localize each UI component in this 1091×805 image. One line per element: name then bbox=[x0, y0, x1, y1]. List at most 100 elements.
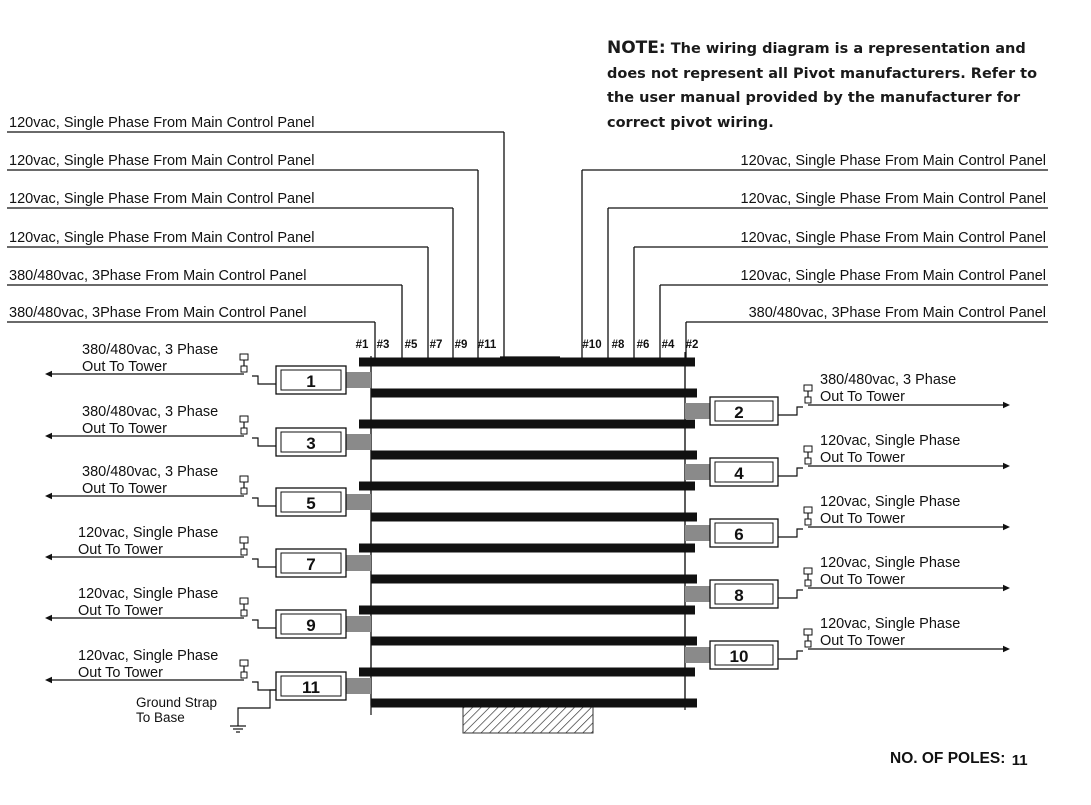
poles-label: NO. OF POLES: bbox=[890, 750, 1006, 767]
output-label: Out To Tower bbox=[82, 421, 167, 437]
output-label: Out To Tower bbox=[82, 359, 167, 375]
pole-ring-bar bbox=[371, 388, 697, 398]
note-label: NOTE: bbox=[607, 38, 666, 58]
output-label: Out To Tower bbox=[820, 450, 905, 466]
terminal-clamp-cap bbox=[239, 597, 249, 605]
terminal-clamp-cap bbox=[803, 628, 813, 636]
pole-ring-bar bbox=[359, 605, 695, 615]
out-to-tower-arrow bbox=[45, 370, 52, 378]
pole-lead bbox=[778, 406, 803, 416]
terminal-clamp-clip bbox=[240, 487, 248, 495]
pole-lead bbox=[252, 619, 276, 629]
wire-number-tag: #5 bbox=[405, 339, 418, 351]
pole-number: 10 bbox=[730, 647, 749, 666]
brush-contact bbox=[685, 464, 711, 480]
wire-number-tag: #11 bbox=[478, 339, 497, 351]
ground-strap-wire bbox=[237, 689, 276, 726]
out-to-tower-arrow bbox=[45, 492, 52, 500]
pole-lead bbox=[252, 437, 276, 447]
pole-number: 8 bbox=[734, 586, 743, 605]
pole-ring-bar bbox=[359, 543, 695, 553]
pole-box-inner bbox=[280, 552, 342, 574]
pole-lead bbox=[778, 650, 803, 660]
terminal-clamp-clip bbox=[240, 671, 248, 679]
wire-number-tag: #7 bbox=[430, 339, 443, 351]
pole-lead bbox=[252, 497, 276, 507]
pole-number: 3 bbox=[306, 434, 315, 453]
brush-contact bbox=[345, 434, 371, 450]
wire-number-tag: #6 bbox=[637, 339, 650, 351]
pole-box-inner bbox=[714, 644, 774, 666]
terminal-clamp-clip bbox=[240, 548, 248, 556]
brush-contact bbox=[345, 555, 371, 571]
out-to-tower-arrow bbox=[1003, 584, 1010, 592]
input-feed-label: 380/480vac, 3Phase From Main Control Pan… bbox=[749, 305, 1046, 321]
pole-ring-bar bbox=[371, 450, 697, 460]
hatched-base bbox=[462, 705, 594, 734]
input-feed-label: 120vac, Single Phase From Main Control P… bbox=[9, 230, 314, 246]
wire-number-tag: #2 bbox=[686, 339, 699, 351]
pole-number: 4 bbox=[734, 464, 744, 483]
output-label: 380/480vac, 3 Phase bbox=[82, 464, 218, 480]
out-to-tower-arrow bbox=[1003, 401, 1010, 409]
out-to-tower-arrow bbox=[45, 432, 52, 440]
out-to-tower-arrow bbox=[1003, 462, 1010, 470]
pole-lead bbox=[252, 681, 276, 691]
brush-contact bbox=[345, 494, 371, 510]
output-label: Out To Tower bbox=[820, 511, 905, 527]
pole-box-inner bbox=[714, 400, 774, 422]
pole-box-inner bbox=[714, 522, 774, 544]
pole-lead bbox=[778, 467, 803, 477]
output-label: 120vac, Single Phase bbox=[820, 616, 960, 632]
out-to-tower-arrow bbox=[1003, 523, 1010, 531]
wire-number-tag: #8 bbox=[612, 339, 625, 351]
brush-contact bbox=[345, 616, 371, 632]
pole-ring-bar bbox=[359, 357, 695, 367]
terminal-clamp-cap bbox=[239, 536, 249, 544]
output-label: 380/480vac, 3 Phase bbox=[82, 404, 218, 420]
pole-lead bbox=[252, 558, 276, 568]
pole-box-inner bbox=[280, 491, 342, 513]
terminal-clamp-clip bbox=[240, 609, 248, 617]
terminal-clamp-clip bbox=[804, 579, 812, 587]
pole-lead bbox=[778, 589, 803, 599]
input-feed-label: 120vac, Single Phase From Main Control P… bbox=[9, 115, 314, 131]
pole-number: 11 bbox=[302, 678, 320, 697]
pole-box-inner bbox=[280, 675, 342, 697]
terminal-clamp-cap bbox=[803, 445, 813, 453]
pole-box-inner bbox=[280, 613, 342, 635]
out-to-tower-arrow bbox=[45, 676, 52, 684]
output-label: Out To Tower bbox=[78, 665, 163, 681]
terminal-clamp-cap bbox=[803, 384, 813, 392]
brush-contact bbox=[345, 678, 371, 694]
wire-number-tag: #10 bbox=[582, 339, 601, 351]
terminal-clamp-cap bbox=[803, 506, 813, 514]
pole-lead bbox=[778, 528, 803, 538]
output-label: Out To Tower bbox=[820, 389, 905, 405]
ring-housing bbox=[370, 359, 686, 706]
ground-strap-label: To Base bbox=[136, 710, 185, 725]
pole-box-inner bbox=[280, 431, 342, 453]
input-feed-label: 380/480vac, 3Phase From Main Control Pan… bbox=[9, 268, 306, 284]
terminal-clamp-clip bbox=[804, 518, 812, 526]
wire-number-tag: #1 bbox=[356, 339, 369, 351]
wire-number-tag: #4 bbox=[662, 339, 675, 351]
brush-contact bbox=[685, 586, 711, 602]
pole-lead bbox=[252, 375, 276, 385]
brush-contact bbox=[685, 647, 711, 663]
pole-number: 5 bbox=[306, 494, 315, 513]
disclaimer-note: NOTE: The wiring diagram is a representa… bbox=[607, 36, 1067, 135]
input-feed-label: 120vac, Single Phase From Main Control P… bbox=[741, 153, 1046, 169]
terminal-clamp-clip bbox=[804, 640, 812, 648]
pole-number: 9 bbox=[306, 616, 315, 635]
output-label: 120vac, Single Phase bbox=[820, 433, 960, 449]
brush-contact bbox=[685, 525, 711, 541]
pole-ring-bar bbox=[371, 512, 697, 522]
pole-ring-bar bbox=[371, 698, 697, 708]
pole-number: 6 bbox=[734, 525, 743, 544]
terminal-clamp-cap bbox=[239, 353, 249, 361]
out-to-tower-arrow bbox=[1003, 645, 1010, 653]
pole-ring-bar bbox=[359, 481, 695, 491]
pole-number: 1 bbox=[306, 372, 315, 391]
